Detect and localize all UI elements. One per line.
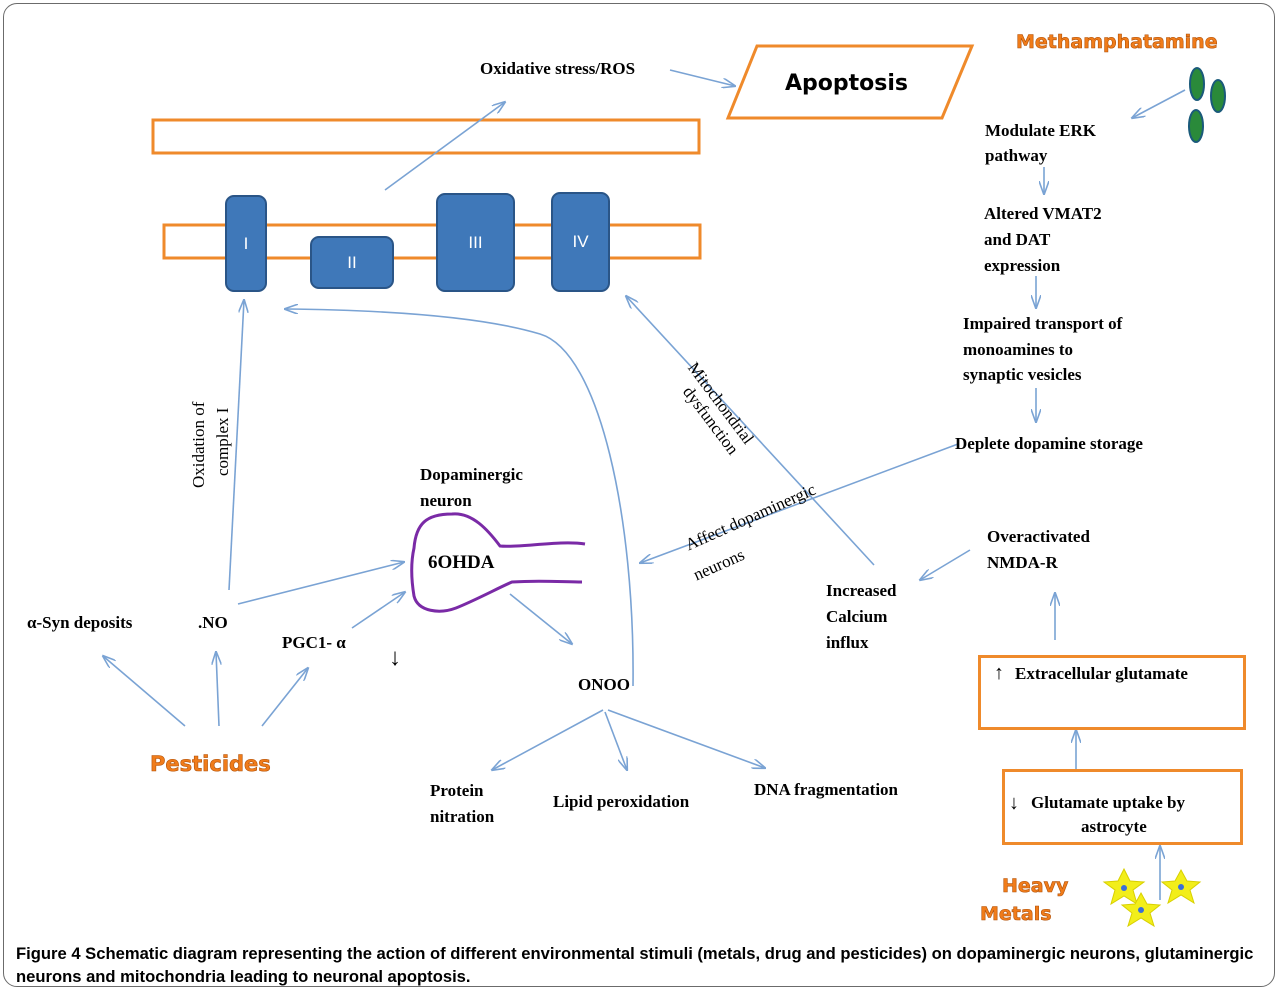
- dopa-neuron-label-2: neuron: [420, 491, 472, 510]
- arrow-onoo-to-complexII: [285, 309, 634, 687]
- oxidation-label-2: complex I: [213, 407, 232, 476]
- arrows: [103, 69, 1186, 900]
- arrow-no-to-neuron: [237, 562, 404, 605]
- dopa-neuron-label-1: Dopaminergic: [420, 465, 523, 484]
- neuron-outline: [410, 512, 586, 613]
- pgc1-down-arrow: ↓: [389, 645, 401, 671]
- complex-IV-label: IV: [572, 232, 589, 251]
- arrow-onoo-to-lipid: [604, 711, 627, 770]
- extracellular-glutamate-box: [978, 655, 1246, 730]
- impaired-label-1: Impaired transport of: [963, 314, 1123, 333]
- arrow-ros-to-apoptosis: [669, 69, 735, 86]
- dna-label: DNA fragmentation: [754, 780, 899, 799]
- overactivated-label-1: Overactivated: [987, 527, 1090, 546]
- figure-frame: [3, 3, 1275, 987]
- heavy-metal-stars: [1102, 867, 1202, 928]
- figure-caption: Figure 4 Schematic diagram representing …: [16, 942, 1270, 988]
- arrow-pest-to-no: [216, 652, 219, 727]
- methamphetamine-label: Methamphatamine: [1016, 31, 1218, 54]
- onoo-label: ONOO: [578, 675, 630, 694]
- oxidative-stress-label: Oxidative stress/ROS: [480, 59, 636, 78]
- lipid-label: Lipid peroxidation: [553, 792, 690, 811]
- uptake-label-2: astrocyte: [1081, 817, 1147, 836]
- calcium-label-1: Increased: [826, 581, 897, 600]
- altered-vmat-label-3: expression: [984, 256, 1061, 275]
- complex-I: I: [225, 195, 267, 292]
- pesticides-label: Pesticides: [150, 752, 271, 777]
- extracellular-label: Extracellular glutamate: [1015, 664, 1188, 683]
- arrow-pgc1-to-neuron: [351, 592, 405, 629]
- no-label: .NO: [198, 613, 228, 632]
- modulate-erk-label-2: pathway: [985, 146, 1048, 165]
- heavy-metals-label-2: Metals: [980, 903, 1052, 926]
- arrow-pest-to-asyn: [103, 656, 186, 727]
- uptake-label-1: Glutamate uptake by: [1031, 793, 1185, 812]
- pgc1-label: PGC1- α: [282, 633, 346, 652]
- overactivated-label-2: NMDA-R: [987, 553, 1058, 572]
- arrow-onoo-to-protein: [492, 709, 604, 770]
- uptake-down-arrow: ↓: [1009, 792, 1019, 814]
- impaired-label-3: synaptic vesicles: [963, 365, 1082, 384]
- protein-label-2: nitration: [430, 807, 495, 826]
- altered-vmat-label-2: and DAT: [984, 230, 1051, 249]
- arrow-nmda-to-calcium: [920, 549, 971, 580]
- altered-vmat-label-1: Altered VMAT2: [984, 204, 1102, 223]
- oxidation-label-1: Oxidation of: [189, 401, 208, 488]
- complex-II-label: II: [347, 252, 357, 272]
- arrow-no-to-complexI: [228, 300, 244, 591]
- glutamate-uptake-box: [1002, 769, 1243, 845]
- extracellular-up-arrow: ↑: [994, 662, 1004, 684]
- caption-label: Figure 4: [16, 944, 81, 963]
- modulate-erk-label-1: Modulate ERK: [985, 121, 1096, 140]
- asyn-label: α-Syn deposits: [27, 613, 133, 632]
- calcium-label-3: influx: [826, 633, 869, 652]
- arrow-mito-to-ros: [384, 102, 505, 191]
- deplete-label: Deplete dopamine storage: [955, 434, 1143, 453]
- caption-text: Schematic diagram representing the actio…: [16, 944, 1254, 986]
- sixohda-label: 6OHDA: [428, 552, 495, 573]
- complex-III: III: [436, 193, 515, 292]
- calcium-label-2: Calcium: [826, 607, 888, 626]
- arrow-onoo-to-dna: [607, 709, 765, 768]
- complex-II: II: [310, 236, 394, 289]
- complex-I-label: I: [243, 233, 249, 253]
- arrow-deplete-to-neuron: [640, 443, 959, 563]
- arrow-calcium-to-mito: [626, 296, 875, 566]
- apoptosis-box: [725, 44, 975, 120]
- impaired-label-2: monoamines to: [963, 340, 1074, 359]
- protein-label-1: Protein: [430, 781, 484, 800]
- complex-IV: IV: [551, 192, 610, 292]
- heavy-metals-label-1: Heavy: [1002, 875, 1069, 898]
- inner-membrane: [162, 223, 702, 260]
- methamphetamine-pills: [1188, 67, 1226, 143]
- apoptosis-label: Apoptosis: [785, 71, 908, 96]
- complex-III-label: III: [468, 232, 483, 252]
- arrow-pest-to-pgc1: [261, 668, 308, 727]
- outer-membrane: [151, 118, 701, 155]
- arrow-meth-to-erk: [1132, 89, 1186, 118]
- arrow-neuron-to-onoo: [509, 593, 572, 644]
